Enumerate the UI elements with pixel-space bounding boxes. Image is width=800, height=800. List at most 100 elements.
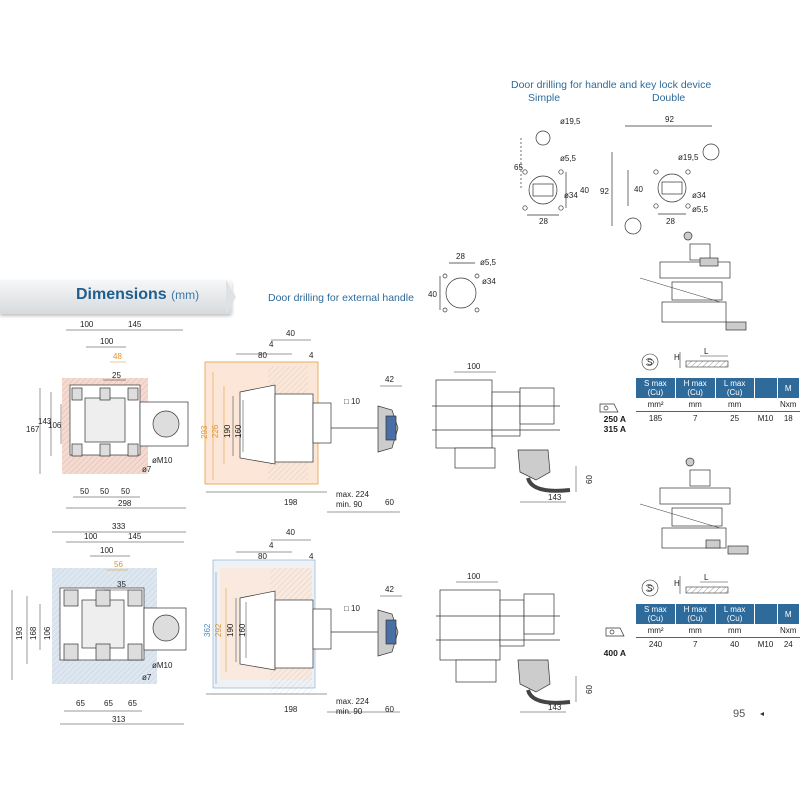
spec-top-h-lmax: L max (Cu) <box>715 378 755 398</box>
spec-top-u-2: mm <box>715 398 755 412</box>
spec-top-u-1: mm <box>675 398 716 412</box>
top-side-min90: min. 90 <box>336 500 363 509</box>
top-side-w60: 60 <box>385 498 394 507</box>
terminal-top-s: S <box>647 358 652 367</box>
spec-top-v-3: M10 <box>757 414 774 423</box>
spec-bottom-h-bolt <box>754 604 778 624</box>
top-side-max224: max. 224 <box>336 490 369 499</box>
top-front-w25: 25 <box>112 371 121 380</box>
spec-top-v-2: 25 <box>730 414 740 423</box>
bottom-front-h106: 106 <box>43 626 52 640</box>
spec-bottom-v-3: M10 <box>757 640 774 649</box>
top-front-b50a: 50 <box>80 487 89 496</box>
drill-external-d55: ø5,5 <box>480 258 497 267</box>
page-number: 95 <box>733 708 746 720</box>
top-side-sq10: □ 10 <box>344 397 361 406</box>
bottom-front-w35: 35 <box>117 580 126 589</box>
terminal-assembly-bottom <box>639 457 749 555</box>
bottom-handle-h60: 60 <box>585 685 594 694</box>
page-marker-icon <box>760 712 764 716</box>
caption-door-drilling-handle-key-lock: Door drilling for handle and key lock de… <box>511 79 712 91</box>
drill-double-d195: ø19,5 <box>678 153 699 162</box>
top-front-w145: 145 <box>128 320 142 329</box>
spec-top-u-0: mm² <box>636 398 676 412</box>
section-title: Dimensions (mm) <box>76 286 199 304</box>
bottom-front-diagram <box>11 531 187 725</box>
rating-top: 250 A 315 A <box>574 414 626 434</box>
top-front-h143: 143 <box>38 417 52 426</box>
top-front-w100: 100 <box>80 320 94 329</box>
bottom-front-m10: øM10 <box>152 661 173 670</box>
bottom-side-max224: max. 224 <box>336 697 369 706</box>
bottom-front-b65b: 65 <box>104 699 113 708</box>
drill-double-h40: 40 <box>634 185 643 194</box>
top-side-w42: 42 <box>385 375 394 384</box>
bottom-side-h292: 292 <box>214 623 223 637</box>
drill-simple-h65: 65 <box>514 163 523 172</box>
drill-external-d34: ø34 <box>482 277 496 286</box>
bottom-front-w56: 56 <box>114 560 123 569</box>
bottom-side-min90: min. 90 <box>336 707 363 716</box>
terminal-bottom-s: S <box>647 584 652 593</box>
spec-table-top: S max (Cu) H max (Cu) L max (Cu) M mm² m… <box>636 378 800 425</box>
lug-icon-top <box>599 403 619 413</box>
drill-double-diagram <box>611 125 720 235</box>
rating-top-250: 250 A <box>603 414 626 424</box>
spec-top-v-4: 18 <box>783 414 793 423</box>
bottom-side-w4a: 4 <box>269 541 274 550</box>
top-front-diagram <box>39 329 189 509</box>
top-handle-w143: 143 <box>548 493 562 502</box>
drill-external-w28: 28 <box>456 252 465 261</box>
drill-simple-diagram <box>520 130 567 216</box>
top-front-m10: øM10 <box>152 456 173 465</box>
terminal-assembly-top <box>639 231 747 331</box>
drill-external-diagram <box>439 262 480 313</box>
bottom-side-sq10: □ 10 <box>344 604 361 613</box>
top-side-w4a: 4 <box>269 340 274 349</box>
section-unit: (mm) <box>171 288 200 302</box>
spec-bottom-h-m: M <box>777 604 800 624</box>
bottom-front-h193: 193 <box>15 626 24 640</box>
spec-top-h-hmax: H max (Cu) <box>675 378 716 398</box>
top-handle-w100: 100 <box>467 362 481 371</box>
drill-simple-h40: 40 <box>580 186 589 195</box>
spec-top-u-3 <box>754 398 778 412</box>
top-front-b50b: 50 <box>100 487 109 496</box>
top-handle-h60: 60 <box>585 475 594 484</box>
bottom-front-w100b: 100 <box>100 546 114 555</box>
spec-bottom-u-3 <box>754 624 778 638</box>
bottom-handle-diagram <box>436 581 577 713</box>
top-side-h160: 160 <box>234 424 243 438</box>
drill-simple-d55: ø5,5 <box>560 154 577 163</box>
drill-double-d55: ø5,5 <box>692 205 709 214</box>
bottom-side-w40: 40 <box>286 528 295 537</box>
bottom-side-w198: 198 <box>284 705 298 714</box>
spec-table-bottom: S max (Cu) H max (Cu) L max (Cu) M mm² m… <box>636 604 800 651</box>
drill-simple-d195: ø19,5 <box>560 117 581 126</box>
terminal-sketch-top <box>641 352 729 371</box>
spec-top-h-smax: S max (Cu) <box>636 378 676 398</box>
rating-bottom: 400 A <box>574 648 626 658</box>
top-side-w4b: 4 <box>309 351 314 360</box>
top-front-h167: 167 <box>26 425 40 434</box>
spec-bottom-h-hmax: H max (Cu) <box>675 604 716 624</box>
lug-icon-bottom <box>605 627 625 637</box>
spec-bottom-h-lmax: L max (Cu) <box>715 604 755 624</box>
terminal-sketch-bottom <box>641 576 729 597</box>
caption-simple: Simple <box>528 92 561 104</box>
section-banner <box>0 280 232 314</box>
spec-bottom-u-1: mm <box>675 624 716 638</box>
spec-top-h-m: M <box>777 378 800 398</box>
top-front-w48: 48 <box>113 352 122 361</box>
bottom-front-w333: 333 <box>112 522 126 531</box>
terminal-bottom-h: H <box>674 579 680 588</box>
drill-double-h92: 92 <box>600 187 609 196</box>
top-side-w198: 198 <box>284 498 298 507</box>
bottom-handle-w100: 100 <box>467 572 481 581</box>
top-front-h106: 106 <box>48 421 62 430</box>
spec-top-h-bolt <box>754 378 778 398</box>
section-title-text: Dimensions <box>76 286 167 303</box>
top-front-b50c: 50 <box>121 487 130 496</box>
bottom-side-h160: 160 <box>238 623 247 637</box>
